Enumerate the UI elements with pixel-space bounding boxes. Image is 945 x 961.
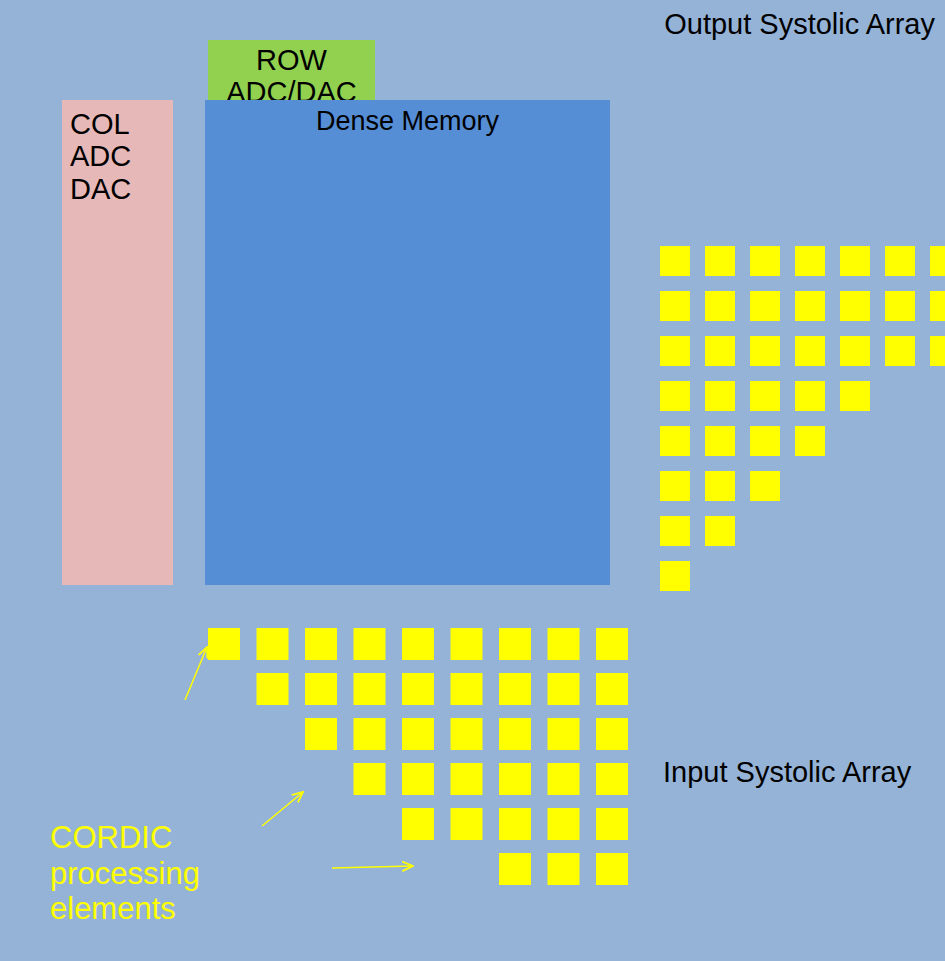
- output-systolic-array: [660, 246, 945, 591]
- processing-element: [402, 673, 434, 705]
- processing-element: [885, 246, 915, 276]
- processing-element: [840, 381, 870, 411]
- processing-element: [705, 516, 735, 546]
- processing-element: [705, 426, 735, 456]
- processing-element: [548, 853, 580, 885]
- processing-element: [840, 246, 870, 276]
- processing-element: [750, 381, 780, 411]
- box-label: Dense Memory: [211, 106, 604, 136]
- processing-element: [305, 718, 337, 750]
- callout-label: CORDIC processing elements: [50, 820, 200, 927]
- processing-element: [354, 673, 386, 705]
- processing-element: [257, 628, 289, 660]
- processing-element: [705, 246, 735, 276]
- processing-element: [795, 291, 825, 321]
- processing-element: [660, 381, 690, 411]
- box-label: COL ADC DAC: [70, 108, 165, 205]
- leader-lines: [185, 647, 413, 868]
- processing-element: [354, 718, 386, 750]
- processing-element: [795, 426, 825, 456]
- processing-element: [840, 336, 870, 366]
- array-label: Input Systolic Array: [663, 756, 933, 789]
- processing-element: [750, 426, 780, 456]
- processing-element: [660, 291, 690, 321]
- processing-element: [208, 628, 240, 660]
- processing-element: [705, 381, 735, 411]
- processing-element: [451, 673, 483, 705]
- processing-element: [660, 561, 690, 591]
- processing-element: [795, 246, 825, 276]
- processing-element: [705, 336, 735, 366]
- leader-line: [262, 792, 303, 826]
- processing-element: [795, 336, 825, 366]
- processing-element: [596, 853, 628, 885]
- processing-element: [795, 381, 825, 411]
- processing-element: [660, 246, 690, 276]
- processing-element: [930, 291, 945, 321]
- processing-element: [499, 853, 531, 885]
- processing-element: [499, 763, 531, 795]
- processing-element: [451, 808, 483, 840]
- processing-element: [750, 291, 780, 321]
- processing-element: [840, 291, 870, 321]
- input-systolic-array: [208, 628, 628, 885]
- processing-element: [596, 673, 628, 705]
- processing-element: [402, 763, 434, 795]
- processing-element: [354, 628, 386, 660]
- processing-element: [885, 291, 915, 321]
- processing-element: [499, 718, 531, 750]
- processing-element: [750, 336, 780, 366]
- processing-element: [499, 808, 531, 840]
- processing-element: [402, 808, 434, 840]
- processing-element: [451, 718, 483, 750]
- processing-element: [548, 628, 580, 660]
- processing-element: [548, 673, 580, 705]
- processing-element: [596, 808, 628, 840]
- processing-element: [660, 336, 690, 366]
- leader-line: [185, 647, 207, 700]
- leader-line: [332, 866, 413, 868]
- processing-element: [451, 763, 483, 795]
- processing-element: [705, 471, 735, 501]
- processing-element: [548, 763, 580, 795]
- processing-element: [705, 291, 735, 321]
- processing-element: [750, 471, 780, 501]
- processing-element: [596, 718, 628, 750]
- processing-element: [354, 763, 386, 795]
- processing-element: [660, 471, 690, 501]
- processing-element: [930, 246, 945, 276]
- processing-element: [750, 246, 780, 276]
- array-label: Output Systolic Array: [600, 8, 935, 41]
- processing-element: [305, 673, 337, 705]
- processing-element: [402, 628, 434, 660]
- processing-element: [499, 628, 531, 660]
- processing-element: [885, 336, 915, 366]
- processing-element: [305, 628, 337, 660]
- processing-element: [451, 628, 483, 660]
- processing-element: [596, 763, 628, 795]
- processing-element: [499, 673, 531, 705]
- memory-block: Dense Memory: [205, 100, 610, 585]
- processing-element: [596, 628, 628, 660]
- column-converter-box: COL ADC DAC: [62, 100, 173, 585]
- processing-element: [548, 718, 580, 750]
- processing-element: [402, 718, 434, 750]
- processing-element: [548, 808, 580, 840]
- processing-element: [660, 516, 690, 546]
- processing-element: [930, 336, 945, 366]
- processing-element: [660, 426, 690, 456]
- processing-element: [257, 673, 289, 705]
